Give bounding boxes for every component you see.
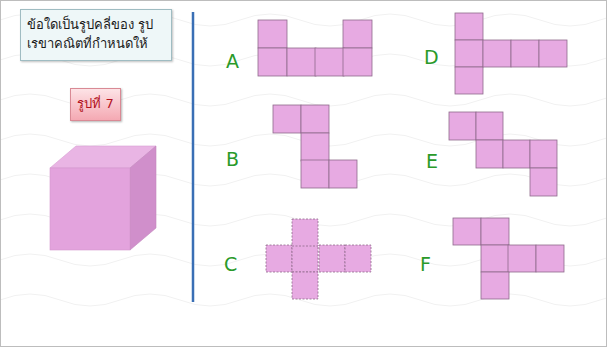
net-face (539, 40, 567, 67)
net-face (449, 112, 476, 140)
net-face (301, 105, 329, 133)
net-face (476, 140, 503, 168)
net-face (455, 67, 483, 94)
net-d (455, 13, 567, 94)
divider-line (192, 12, 195, 302)
net-face (508, 245, 536, 272)
net-face (455, 40, 483, 67)
net-face (536, 245, 564, 272)
net-face (301, 160, 329, 188)
net-face (292, 219, 318, 246)
net-face (511, 40, 539, 67)
question-text: ข้อใดเป็นรูปคลี่ของ รูปเรขาคณิตที่กำหนดใ… (27, 16, 165, 54)
net-face (343, 20, 372, 48)
option-letter: F (420, 255, 431, 274)
net-f (453, 218, 564, 299)
net-face (455, 13, 483, 40)
net-face (481, 218, 509, 245)
net-face (329, 160, 357, 188)
net-face (453, 218, 481, 245)
option-letter: D (424, 48, 439, 67)
figure-number-button: รูปที่ 7 (70, 88, 121, 121)
net-face (258, 20, 287, 48)
net-face (258, 48, 287, 76)
net-face (343, 48, 372, 76)
option-letter: A (226, 52, 239, 71)
background-waves (1, 1, 606, 321)
net-face (315, 48, 344, 76)
net-face (319, 245, 345, 272)
cube (50, 146, 156, 250)
question-box: ข้อใดเป็นรูปคลี่ของ รูปเรขาคณิตที่กำหนดใ… (20, 9, 172, 61)
option-letter: B (226, 150, 239, 169)
net-c (266, 219, 371, 299)
net-e (449, 112, 557, 196)
net-face (287, 48, 316, 76)
net-drawings (258, 13, 567, 299)
net-a (258, 20, 372, 76)
net-face (292, 272, 318, 299)
option-letter: E (426, 152, 438, 171)
net-face (292, 245, 318, 272)
net-face (530, 168, 557, 196)
net-face (503, 140, 530, 168)
net-face (345, 245, 371, 272)
option-letter: C (224, 255, 237, 274)
net-face (483, 40, 511, 67)
net-face (273, 105, 301, 133)
net-face (481, 272, 509, 299)
figure-number: รูปที่ 7 (77, 95, 114, 114)
net-b (273, 105, 357, 188)
net-face (266, 245, 292, 272)
net-face (481, 245, 509, 272)
net-face (476, 112, 503, 140)
net-face (301, 133, 329, 161)
net-face (530, 140, 557, 168)
